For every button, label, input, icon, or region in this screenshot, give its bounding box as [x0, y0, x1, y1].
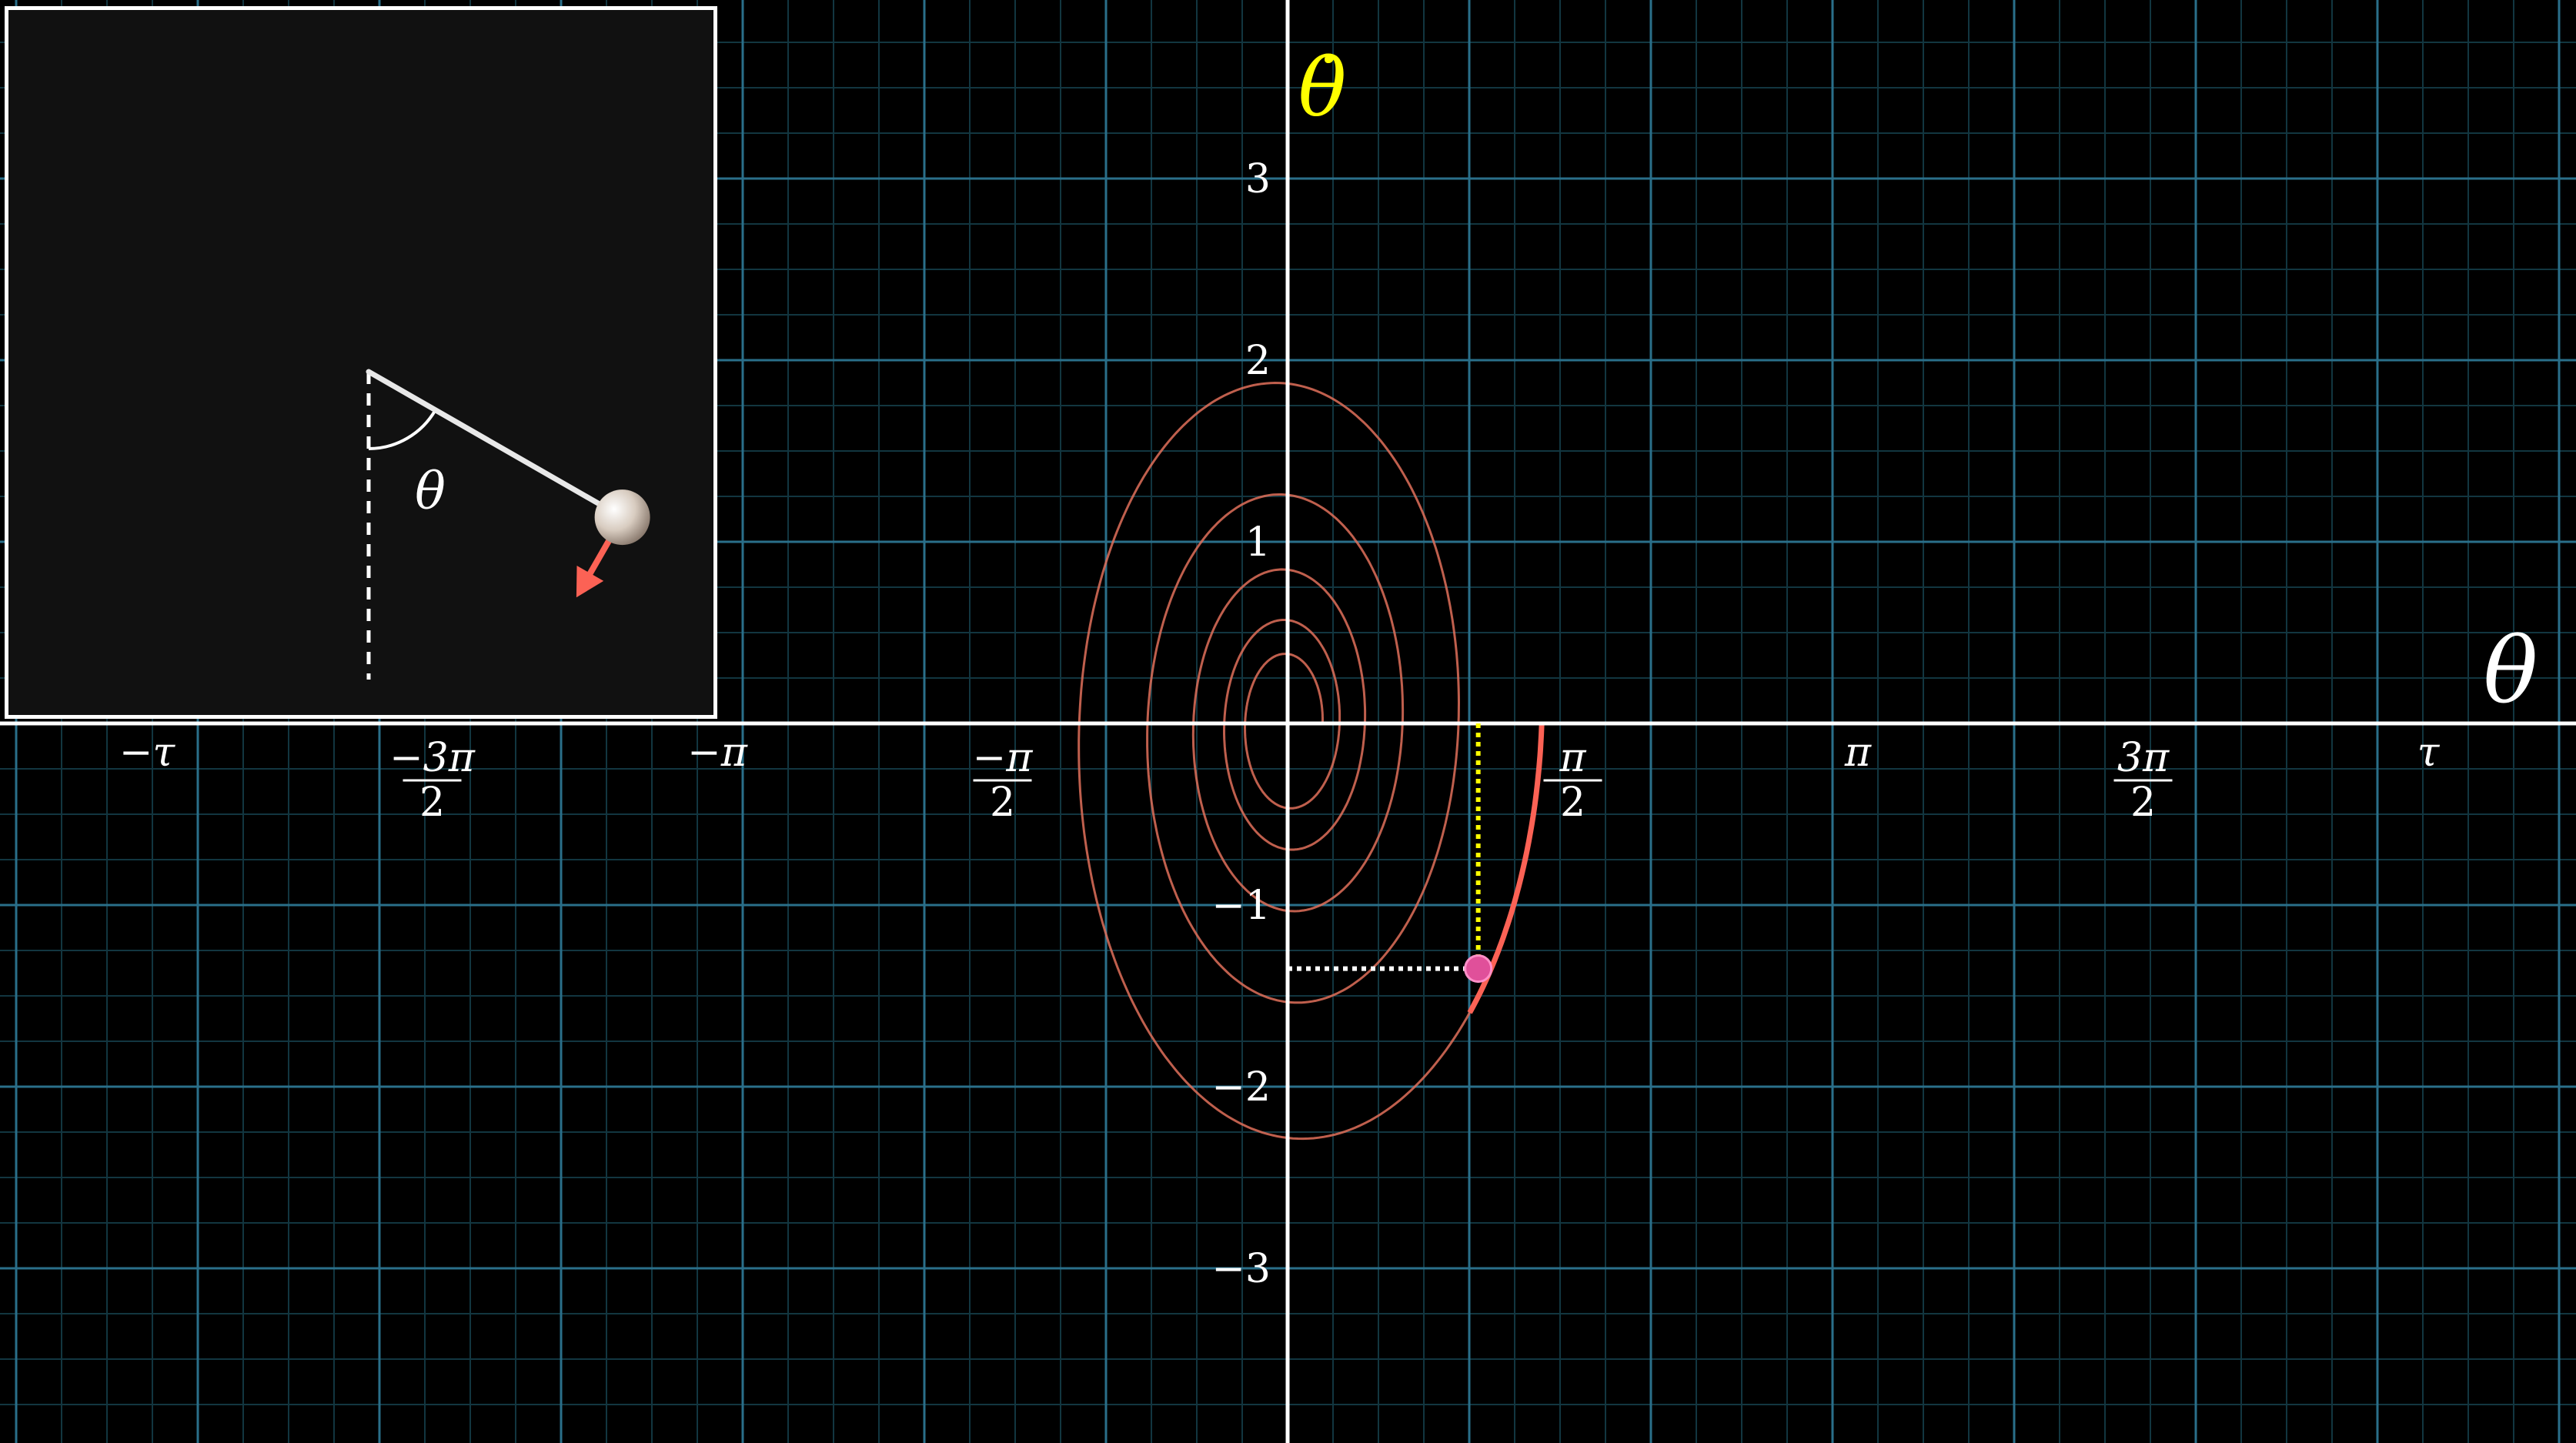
x-tick-denominator: 2: [2130, 780, 2156, 826]
x-tick-fraction: −π2: [973, 735, 1034, 826]
y-tick-label: −3: [1211, 1246, 1271, 1292]
x-tick-numerator: −π: [973, 735, 1034, 781]
y-axis-title: θ̇: [1298, 41, 1347, 135]
y-tick-label: 2: [1245, 338, 1271, 384]
x-tick-numerator: π: [1559, 735, 1586, 781]
x-tick-label: π: [1844, 730, 1872, 776]
x-tick-fraction: 3π2: [2113, 735, 2173, 826]
x-tick-denominator: 2: [419, 780, 445, 826]
x-tick-fraction: −3π2: [389, 735, 476, 826]
x-tick-label: −π: [687, 730, 748, 776]
pendulum-rod: [366, 369, 626, 520]
state-projection: [1288, 723, 1493, 984]
pendulum-diagram: θ: [366, 369, 650, 680]
x-tick-label: −τ: [119, 730, 176, 776]
x-tick-numerator: 3π: [2117, 735, 2170, 781]
x-tick-denominator: 2: [990, 780, 1015, 826]
y-tick-label: 3: [1245, 156, 1271, 202]
x-tick-denominator: 2: [1560, 780, 1585, 826]
pendulum-panel: θ: [5, 6, 717, 719]
angle-arc: [368, 409, 437, 450]
current-state-dot: [1464, 954, 1493, 984]
x-tick-fraction: π2: [1543, 735, 1602, 826]
y-axis-ticks: 3 2 1 −1 −2 −3: [1211, 156, 1271, 1292]
y-tick-label: −2: [1211, 1064, 1271, 1111]
x-tick-numerator: −3π: [389, 735, 476, 781]
y-tick-label: −1: [1211, 883, 1271, 929]
y-tick-label: 1: [1245, 519, 1271, 566]
x-tick-label: τ: [2417, 730, 2441, 776]
x-axis-title: θ: [2483, 617, 2538, 723]
angle-label: θ: [415, 462, 446, 521]
pendulum-bob: [594, 489, 650, 546]
velocity-arrow-head: [576, 566, 604, 598]
